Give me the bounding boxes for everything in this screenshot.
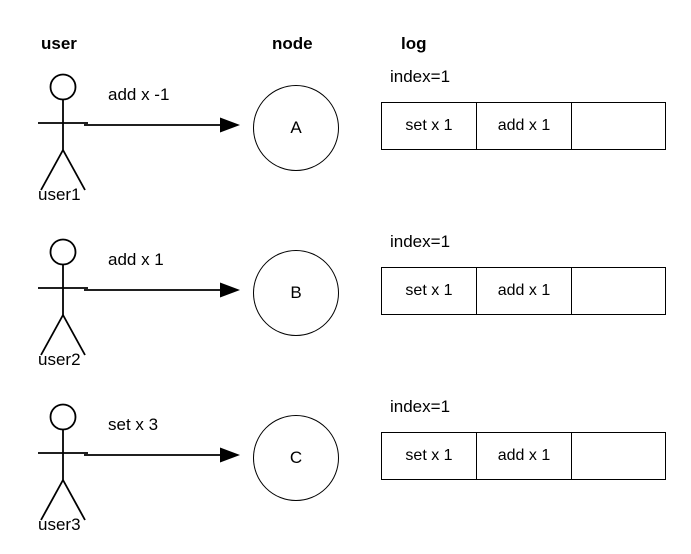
- node-circle: C: [253, 415, 339, 501]
- column-header-node: node: [272, 34, 313, 53]
- log-cell: add x 1: [477, 268, 572, 314]
- actor-icon: [38, 235, 112, 360]
- arrow-icon: [84, 445, 244, 465]
- log-cell: set x 1: [382, 433, 477, 479]
- arrow-icon: [84, 115, 244, 135]
- log-cell: [572, 268, 664, 314]
- actor-label: user2: [38, 350, 81, 369]
- log-cell: set x 1: [382, 103, 477, 149]
- log-cell: [572, 103, 664, 149]
- node-label: A: [290, 118, 302, 137]
- arrow-icon: [84, 280, 244, 300]
- log-table: set x 1 add x 1: [381, 267, 666, 315]
- log-index-label: index=1: [390, 67, 451, 86]
- message-label: add x -1: [108, 85, 170, 104]
- node-label: B: [290, 283, 302, 302]
- node-circle: A: [253, 85, 339, 171]
- diagram-row: user2 add x 1 B index=1 set x 1 add x 1: [0, 225, 691, 390]
- actor-icon: [38, 400, 112, 525]
- actor-label: user1: [38, 185, 81, 204]
- node-circle: B: [253, 250, 339, 336]
- log-cell: [572, 433, 664, 479]
- message-label: set x 3: [108, 415, 159, 434]
- column-header-user: user: [41, 34, 77, 53]
- node-label: C: [289, 448, 303, 467]
- diagram-row: user3 set x 3 C index=1 set x 1 add x 1: [0, 390, 691, 554]
- log-cell: add x 1: [477, 433, 572, 479]
- log-index-label: index=1: [390, 232, 451, 251]
- log-index-label: index=1: [390, 397, 451, 416]
- diagram-row: user1 add x -1 A index=1 set x 1 add x 1: [0, 60, 691, 225]
- actor-icon: [38, 70, 112, 195]
- log-table: set x 1 add x 1: [381, 102, 666, 150]
- column-header-log: log: [401, 34, 427, 53]
- log-cell: set x 1: [382, 268, 477, 314]
- log-cell: add x 1: [477, 103, 572, 149]
- log-table: set x 1 add x 1: [381, 432, 666, 480]
- message-label: add x 1: [108, 250, 164, 269]
- actor-label: user3: [38, 515, 81, 534]
